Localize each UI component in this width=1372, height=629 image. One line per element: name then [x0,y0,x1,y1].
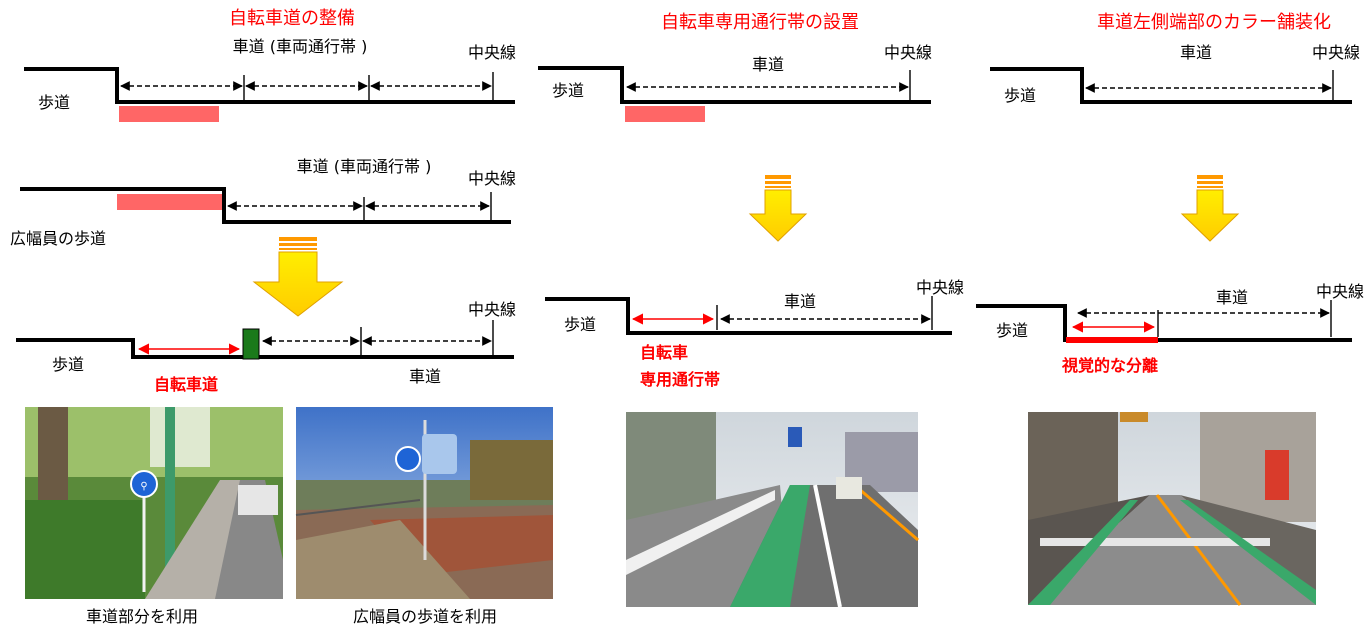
col1-title: 自転車道の整備 [229,8,355,29]
photo-roadway-bike-path: ⚲ [25,407,283,599]
roadway-label: 車道 [409,367,441,386]
col2-diagram-existing: 歩道 車道 中央線 [538,43,932,122]
roadway-lane-label: 車道 (車両通行帯 ) [297,157,432,176]
center-line-label: 中央線 [468,169,516,188]
col1-diagram-wide-sidewalk: 広幅員の歩道 車道 (車両通行帯 ) 中央線 [10,157,516,248]
pink-band [119,106,219,122]
center-line-label: 中央線 [916,278,964,297]
roadway-label: 車道 [1216,288,1248,307]
road-profile-line [545,297,952,335]
down-arrow-icon [1180,175,1240,242]
bike-lane-label-1: 自転車 [640,343,688,362]
road-profile-line [990,67,1352,104]
down-arrow-icon [748,175,808,242]
center-line-label: 中央線 [468,300,516,319]
roadway-lane-label: 車道 (車両通行帯 ) [233,37,368,56]
photo2-caption: 広幅員の歩道を利用 [353,607,497,626]
sidewalk-label: 歩道 [38,93,70,112]
pink-band [625,106,705,122]
road-profile-line [20,187,511,224]
pink-band [117,194,222,210]
col3-title: 車道左側端部のカラー舗装化 [1097,12,1331,33]
col2-diagram-bike-lane: 歩道 車道 中央線 自転車 専用通行帯 [545,278,964,389]
road-profile-line [538,66,931,104]
center-line-label: 中央線 [468,43,516,62]
sidewalk-label: 歩道 [564,315,596,334]
sidewalk-label: 歩道 [1004,86,1036,105]
center-line-label: 中央線 [1316,282,1364,301]
sidewalk-label: 歩道 [996,321,1028,340]
road-profile-line [16,338,514,359]
separator-block [242,328,260,360]
sidewalk-label: 歩道 [52,355,84,374]
road-profile-line [976,304,1352,342]
roadway-label: 車道 [784,292,816,311]
bicycle-sign-icon [395,446,421,472]
bike-lane-label-2: 専用通行帯 [640,370,720,389]
photo-wide-sidewalk [295,407,553,599]
sidewalk-label: 歩道 [552,81,584,100]
col3-diagram-existing: 歩道 車道 中央線 [990,43,1360,105]
col1-diagram-bicycle-path: 歩道 自転車道 車道 中央線 [16,300,516,394]
col1-diagram-existing: 歩道 車道 (車両通行帯 ) 中央線 [24,37,516,122]
col2-title: 自転車専用通行帯の設置 [661,12,859,33]
visual-separation-label: 視覚的な分離 [1061,356,1158,375]
roadway-label: 車道 [1180,43,1212,62]
wide-sidewalk-label: 広幅員の歩道 [10,229,106,248]
roadway-label: 車道 [752,55,784,74]
road-profile-line [24,67,515,104]
down-arrow-icon [252,237,344,317]
col3-diagram-color-paving: 歩道 車道 中央線 視覚的な分離 [976,282,1364,375]
bicycle-path-label: 自転車道 [154,375,218,394]
bicycle-sign-icon: ⚲ [140,481,147,492]
photo1-caption: 車道部分を利用 [86,607,198,626]
center-line-label: 中央線 [884,43,932,62]
photo-bike-lane-road [626,412,919,608]
photo-color-paved-street [1028,412,1316,606]
center-line-label: 中央線 [1312,43,1360,62]
